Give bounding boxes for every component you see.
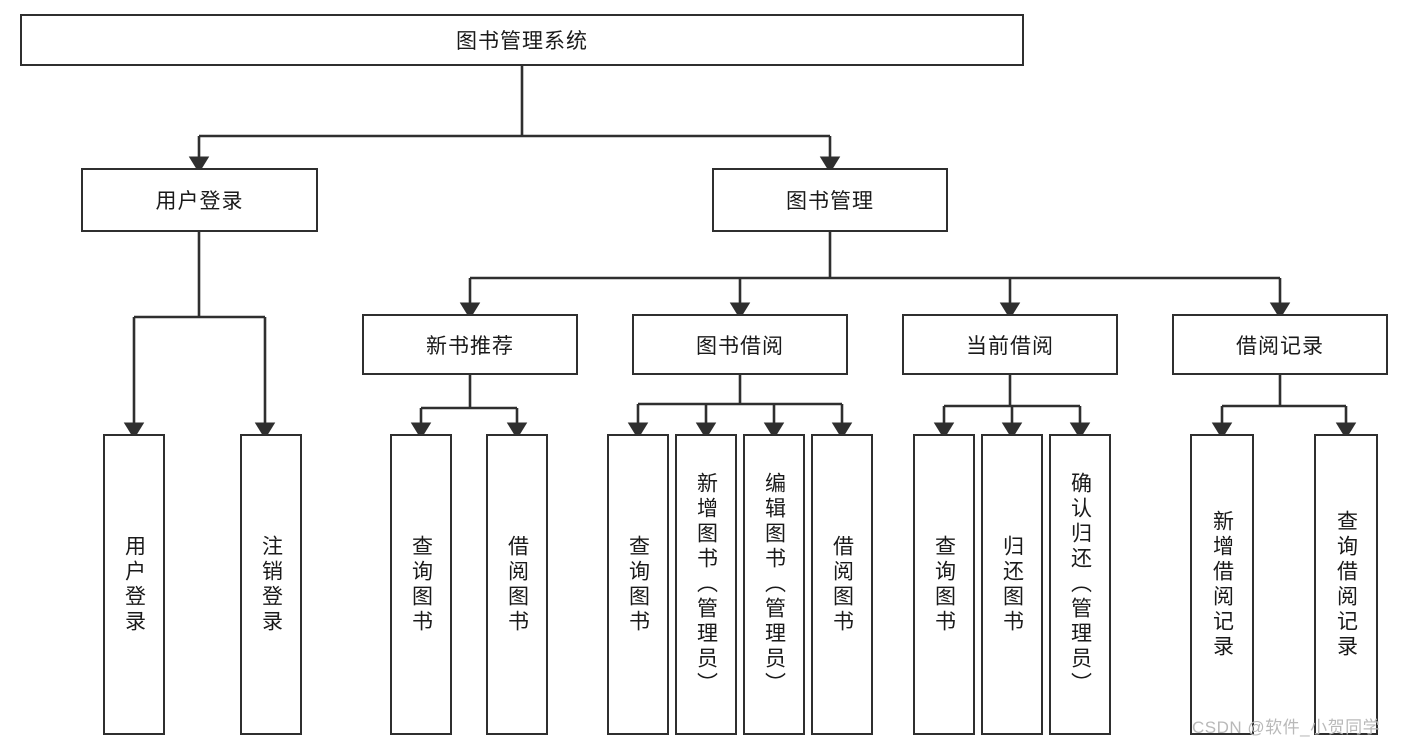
node-label: 图书管理 xyxy=(786,190,874,213)
node-user-login-module[interactable]: 用户登录 xyxy=(81,168,318,232)
node-label: 新增借阅记录 xyxy=(1210,509,1234,660)
node-book-management-module[interactable]: 图书管理 xyxy=(712,168,948,232)
node-leaf-borrow-book[interactable]: 借阅图书 xyxy=(811,434,873,735)
node-leaf-query-book-current[interactable]: 查询图书 xyxy=(913,434,975,735)
node-new-book-recommend[interactable]: 新书推荐 xyxy=(362,314,578,375)
node-label: 用户登录 xyxy=(155,190,244,213)
node-label: 查询图书 xyxy=(932,534,956,635)
node-leaf-add-borrow-record[interactable]: 新增借阅记录 xyxy=(1190,434,1254,735)
node-leaf-query-book-borrow[interactable]: 查询图书 xyxy=(607,434,669,735)
node-label: 借阅记录 xyxy=(1236,334,1324,358)
node-label: 用户登录 xyxy=(122,534,146,635)
node-label: 确认归还（管理员） xyxy=(1068,472,1092,697)
node-label: 归还图书 xyxy=(1000,534,1024,635)
node-leaf-user-login[interactable]: 用户登录 xyxy=(103,434,165,735)
node-label: 图书管理系统 xyxy=(456,30,588,53)
node-label: 查询借阅记录 xyxy=(1334,509,1358,660)
node-leaf-add-book-admin[interactable]: 新增图书（管理员） xyxy=(675,434,737,735)
node-label: 借阅图书 xyxy=(830,534,854,635)
node-leaf-query-book-recommend[interactable]: 查询图书 xyxy=(390,434,452,735)
node-book-borrow[interactable]: 图书借阅 xyxy=(632,314,848,375)
node-leaf-logout[interactable]: 注销登录 xyxy=(240,434,302,735)
node-label: 新增图书（管理员） xyxy=(694,472,718,697)
node-label: 图书借阅 xyxy=(696,334,784,358)
node-label: 新书推荐 xyxy=(426,334,514,358)
node-leaf-return-book[interactable]: 归还图书 xyxy=(981,434,1043,735)
node-label: 查询图书 xyxy=(626,534,650,635)
node-label: 查询图书 xyxy=(409,534,433,635)
node-label: 注销登录 xyxy=(259,534,283,635)
node-leaf-edit-book-admin[interactable]: 编辑图书（管理员） xyxy=(743,434,805,735)
node-leaf-confirm-return-admin[interactable]: 确认归还（管理员） xyxy=(1049,434,1111,735)
node-label: 编辑图书（管理员） xyxy=(762,472,786,697)
node-leaf-query-borrow-record[interactable]: 查询借阅记录 xyxy=(1314,434,1378,735)
csdn-watermark: CSDN @软件_小贺同学 xyxy=(1192,718,1381,737)
node-label: 借阅图书 xyxy=(505,534,529,635)
node-label: 当前借阅 xyxy=(966,334,1054,358)
node-leaf-borrow-book-recommend[interactable]: 借阅图书 xyxy=(486,434,548,735)
node-current-borrow[interactable]: 当前借阅 xyxy=(902,314,1118,375)
node-borrow-records[interactable]: 借阅记录 xyxy=(1172,314,1388,375)
node-root-system[interactable]: 图书管理系统 xyxy=(20,14,1024,66)
